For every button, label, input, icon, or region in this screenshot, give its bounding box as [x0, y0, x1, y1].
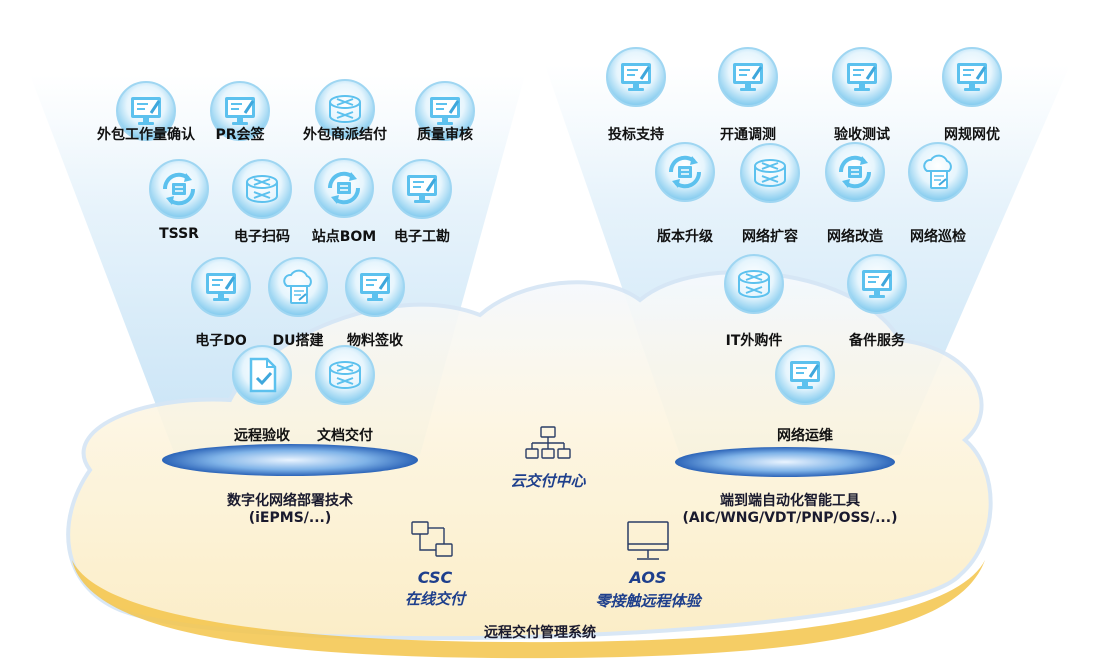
sync-icon: [313, 157, 375, 219]
left-item-label: 远程验收: [234, 428, 290, 444]
sync-icon: [148, 158, 210, 220]
network-topology-icon: [524, 425, 572, 467]
sync-icon: [654, 141, 716, 203]
footer-label: 远程交付管理系统: [484, 625, 596, 641]
cloud-doc-icon: [267, 256, 329, 318]
monitor-edit-icon: [846, 253, 908, 315]
csc-title: CSC: [417, 568, 453, 587]
left-item-label: 质量审核: [417, 127, 473, 143]
monitor-edit-icon: [941, 46, 1003, 108]
monitor-edit-icon: [605, 46, 667, 108]
monitor-edit-icon: [391, 158, 453, 220]
router-icon: [314, 78, 376, 140]
right-item-label: 版本升级: [657, 229, 713, 245]
right-item-label: 网络运维: [777, 428, 833, 444]
right-item-label: 开通调测: [720, 127, 776, 143]
router-icon: [314, 344, 376, 406]
right-item-label: 投标支持: [608, 127, 664, 143]
left-item-label: DU搭建: [272, 333, 324, 349]
monitor-edit-icon: [831, 46, 893, 108]
csc-subtitle: 在线交付: [404, 590, 465, 608]
left-item-label: 物料签收: [347, 333, 403, 349]
right-item-label: 网规网优: [944, 127, 1000, 143]
cloud-rim: [72, 560, 985, 659]
monitor-edit-icon: [774, 344, 836, 406]
monitor-edit-icon: [414, 80, 476, 142]
left-item-label: 电子DO: [195, 333, 247, 349]
left-item-label: 文档交付: [317, 428, 373, 444]
right-platform-title: 端到端自动化智能工具: [720, 493, 860, 509]
left-item-label: TSSR: [159, 226, 199, 242]
cloud-delivery-center-label: 云交付中心: [510, 472, 586, 490]
flowchart-icon: [410, 520, 456, 560]
sync-icon: [824, 141, 886, 203]
monitor-edit-icon: [717, 46, 779, 108]
router-icon: [723, 253, 785, 315]
left-item-label: 外包商派结付: [303, 127, 387, 143]
monitor-edit-icon: [115, 80, 177, 142]
left-item-label: 电子工勘: [394, 229, 450, 245]
left-platform-title: 数字化网络部署技术: [227, 493, 353, 509]
monitor-edit-icon: [209, 80, 271, 142]
right-item-label: 网络巡检: [910, 229, 966, 245]
monitor-icon: [625, 520, 671, 564]
right-item-label: 验收测试: [834, 127, 890, 143]
monitor-edit-icon: [344, 256, 406, 318]
right-item-label: 网络扩容: [742, 229, 798, 245]
right-item-label: 网络改造: [827, 229, 883, 245]
right-platform-disc: [675, 447, 895, 477]
left-platform-disc: [162, 444, 418, 476]
left-item-label: PR会签: [215, 127, 265, 143]
left-item-label: 电子扫码: [234, 229, 290, 245]
left-item-label: 站点BOM: [311, 229, 377, 245]
monitor-edit-icon: [190, 256, 252, 318]
doc-check-icon: [231, 344, 293, 406]
right-item-label: IT外购件: [725, 333, 783, 349]
cloud-doc-icon: [907, 141, 969, 203]
right-item-label: 备件服务: [849, 333, 905, 349]
right-platform-subtitle: (AIC/WNG/VDT/PNP/OSS/...): [682, 510, 898, 526]
aos-title: AOS: [629, 568, 667, 587]
left-item-label: 外包工作量确认: [97, 127, 195, 143]
left-platform-subtitle: (iEPMS/...): [248, 510, 332, 526]
aos-subtitle: 零接触远程体验: [595, 592, 701, 610]
router-icon: [231, 158, 293, 220]
router-icon: [739, 142, 801, 204]
